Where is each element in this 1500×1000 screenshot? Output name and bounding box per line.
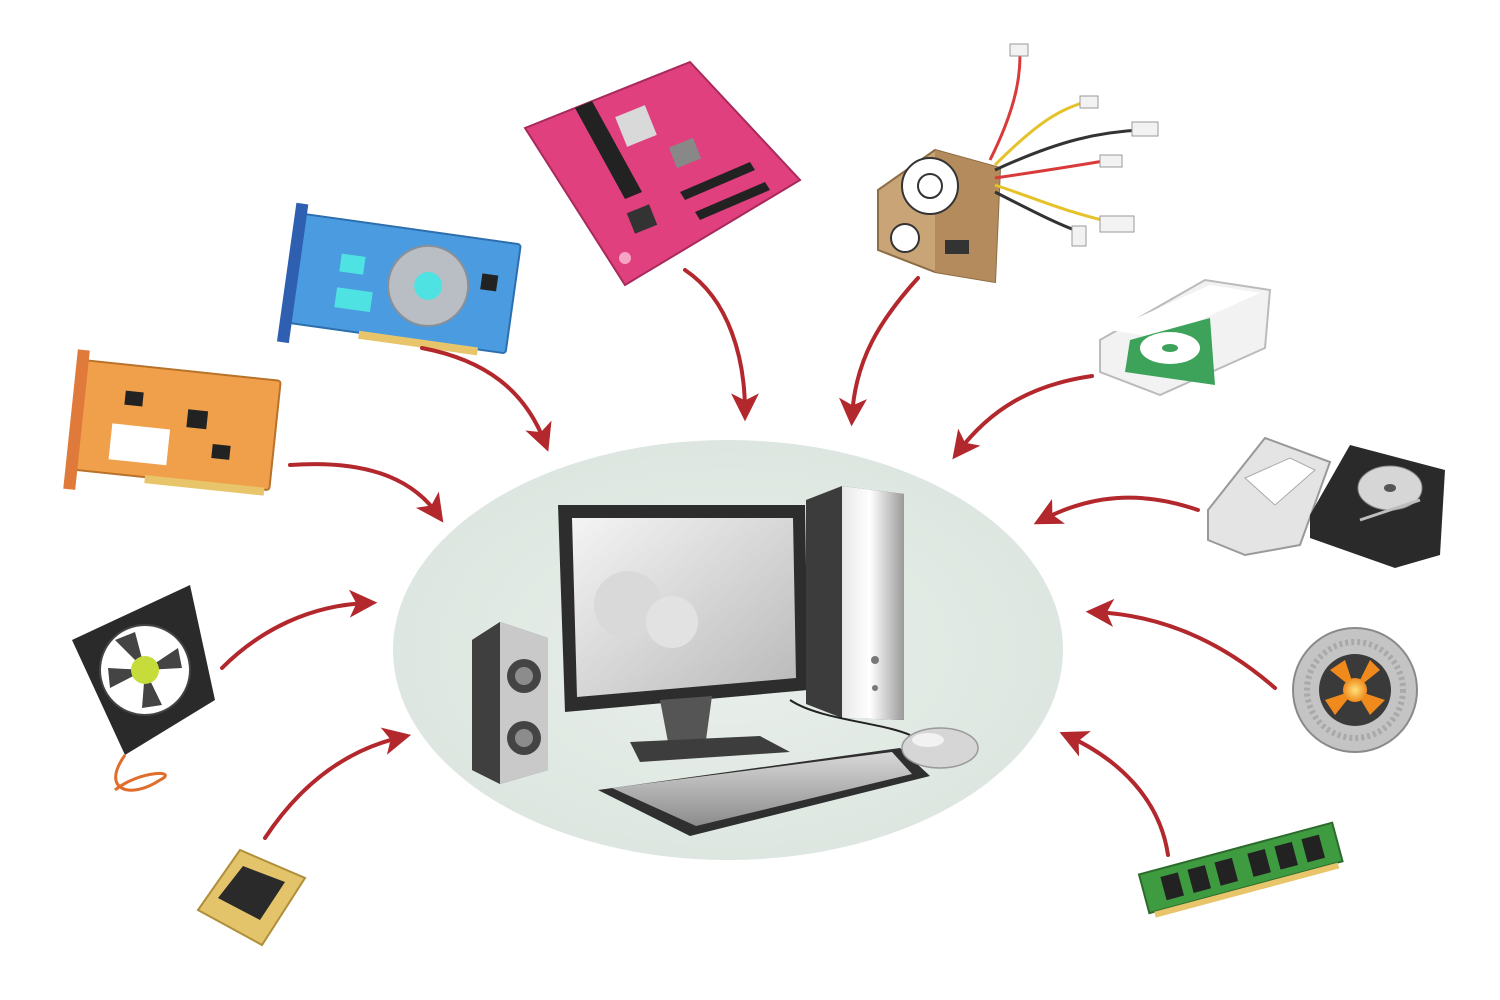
graphics-card-icon [276,202,522,356]
keyboard-icon [598,748,930,836]
speaker-icon [472,622,548,784]
arrow-ram-module [1059,731,1170,857]
arrow-optical-drive [952,374,1094,460]
sound-card-icon [63,349,282,496]
arrow-motherboard [683,268,759,422]
motherboard-icon [523,60,802,287]
arrow-power-supply [839,276,920,427]
arrow-cpu-cooler [1085,598,1277,690]
arrow-graphics-card [420,346,552,452]
hard-drives-icon [1207,436,1445,568]
ram-module-icon [1137,821,1344,918]
monitor-icon [558,505,808,762]
desktop-computer-icon [472,486,979,836]
cpu-cooler-icon [1292,627,1418,753]
arrow-case-fan [220,589,378,670]
case-fan-icon [72,585,215,792]
tower-icon [806,486,904,720]
optical-drive-icon [1099,278,1272,397]
arrow-sound-card [288,462,444,523]
mouse-icon [789,699,979,769]
cpu-icon [196,848,307,947]
arrow-hard-drives [1033,495,1200,525]
arrow-cpu [263,727,412,840]
arrows [220,268,1277,857]
power-supply-icon [877,43,1159,284]
